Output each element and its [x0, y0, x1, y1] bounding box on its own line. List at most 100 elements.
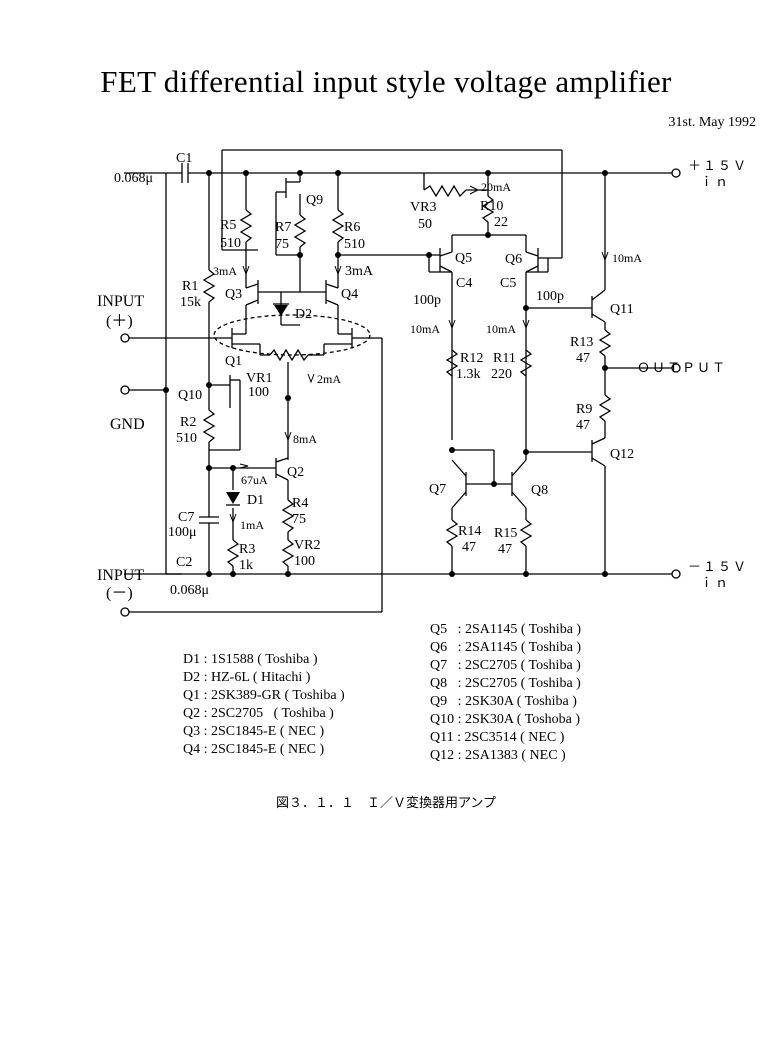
plus15-label: ＋１５Ｖ [688, 159, 748, 174]
d2-symbol [274, 305, 288, 316]
q3-label: Q3 [225, 287, 242, 302]
r15-label: R15 [494, 526, 517, 541]
c4-label: C4 [456, 276, 472, 291]
r3-label: R3 [239, 542, 255, 557]
q11-label: Q11 [610, 302, 634, 317]
r1-value: 15k [180, 295, 201, 310]
junction-dots [163, 170, 608, 577]
input-minus-sign: (－) [106, 585, 133, 602]
r12-value: 1.3k [456, 367, 481, 382]
current-3ma-left: 3mA [213, 264, 237, 278]
r7-label: R7 [275, 220, 291, 235]
q10-label: Q10 [178, 388, 202, 403]
parts-line: Q8 : 2SC2705 ( Toshiba ) [430, 676, 581, 691]
r9-label: R9 [576, 402, 592, 417]
r6-label: R6 [344, 220, 360, 235]
current-10ma-q6: 10mA [486, 322, 516, 336]
c4-value: 100p [413, 293, 441, 308]
current-3ma-right: 3mA [345, 264, 374, 279]
current-arrows [229, 185, 609, 524]
parts-line: Q7 : 2SC2705 ( Toshiba ) [430, 658, 581, 673]
minus15-in-label: ｉｎ [700, 576, 730, 591]
plus15-in-label: ｉｎ [700, 175, 730, 190]
current-67ua: 67uA [241, 473, 268, 487]
parts-line: Q10 : 2SK30A ( Toshoba ) [430, 712, 581, 727]
c5-label: C5 [500, 276, 516, 291]
r4-label: R4 [292, 496, 308, 511]
parts-line: Q4 : 2SC1845-E ( NEC ) [183, 742, 325, 757]
c5-value: 100p [536, 289, 564, 304]
current-20ma: 20mA [481, 180, 511, 194]
output-label: ＯＵＴＰＵＴ [637, 361, 727, 376]
r11-value: 220 [491, 367, 512, 382]
minus15-label: －１５Ｖ [688, 560, 748, 575]
input-minus-label: INPUT [97, 567, 144, 584]
vr2-value: 100 [294, 554, 315, 569]
d1-symbol [226, 492, 240, 504]
current-10ma-q11: 10mA [612, 251, 642, 265]
input-plus-label: INPUT [97, 293, 144, 310]
r7-value: 75 [275, 237, 289, 252]
q6-label: Q6 [505, 252, 522, 267]
parts-line: Q3 : 2SC1845-E ( NEC ) [183, 724, 325, 739]
d2-label: D2 [295, 307, 312, 322]
current-2ma: 2mA [317, 372, 341, 386]
parts-line: Q1 : 2SK389-GR ( Toshiba ) [183, 688, 345, 703]
current-1ma: 1mA [240, 518, 264, 532]
vr1-label: VR1 [246, 371, 272, 386]
r12-label: R12 [460, 351, 483, 366]
r2-label: R2 [180, 415, 196, 430]
c1-value: 0.068μ [114, 171, 153, 186]
r13-value: 47 [576, 351, 590, 366]
c2-value: 0.068μ [170, 583, 209, 598]
parts-line: D1 : 1S1588 ( Toshiba ) [183, 652, 318, 667]
r10-value: 22 [494, 215, 508, 230]
parts-list-left: D1 : 1S1588 ( Toshiba ) D2 : HZ-6L ( Hit… [183, 651, 345, 759]
r5-value: 510 [220, 236, 241, 251]
r1-label: R1 [182, 279, 198, 294]
vr3-label: VR3 [410, 200, 436, 215]
parts-line: Q5 : 2SA1145 ( Toshiba ) [430, 622, 582, 637]
q2-label: Q2 [287, 465, 304, 480]
parts-line: Q11 : 2SC3514 ( NEC ) [430, 730, 565, 745]
r5-label: R5 [220, 218, 236, 233]
q4-label: Q4 [341, 287, 358, 302]
c7-value: 100μ [168, 525, 197, 540]
q12-label: Q12 [610, 447, 634, 462]
c2-label: C2 [176, 555, 192, 570]
q1-label: Q1 [225, 354, 242, 369]
c1-label: C1 [176, 151, 192, 166]
date-label: 31st. May 1992 [668, 115, 757, 130]
r14-value: 47 [462, 540, 476, 555]
parts-line: D2 : HZ-6L ( Hitachi ) [183, 670, 311, 685]
gnd-label: GND [110, 416, 145, 433]
parts-line: Q12 : 2SA1383 ( NEC ) [430, 748, 566, 763]
q8-label: Q8 [531, 483, 548, 498]
parts-line: Q9 : 2SK30A ( Toshiba ) [430, 694, 577, 709]
parts-line: Q6 : 2SA1145 ( Toshiba ) [430, 640, 582, 655]
d1-label: D1 [247, 493, 264, 508]
r9-value: 47 [576, 418, 590, 433]
q9-label: Q9 [306, 193, 323, 208]
r3-value: 1k [239, 558, 253, 573]
r13-label: R13 [570, 335, 593, 350]
vr2-label: VR2 [294, 538, 320, 553]
r10-label: R10 [480, 199, 503, 214]
current-8ma: 8mA [293, 432, 317, 446]
r11-label: R11 [493, 351, 516, 366]
q7-label: Q7 [429, 482, 446, 497]
current-10ma-q5: 10mA [410, 322, 440, 336]
wiring [120, 149, 681, 617]
r15-value: 47 [498, 542, 512, 557]
vr1-value: 100 [248, 385, 269, 400]
c7-label: C7 [178, 510, 194, 525]
page-title: FET differential input style voltage amp… [100, 64, 672, 99]
q5-label: Q5 [455, 251, 472, 266]
input-plus-sign: (＋) [106, 313, 133, 330]
r4-value: 75 [292, 512, 306, 527]
figure-caption: 図３．１．１ Ｉ／Ｖ変換器用アンプ [275, 796, 497, 811]
r6-value: 510 [344, 237, 365, 252]
r14-label: R14 [458, 524, 481, 539]
r2-value: 510 [176, 431, 197, 446]
